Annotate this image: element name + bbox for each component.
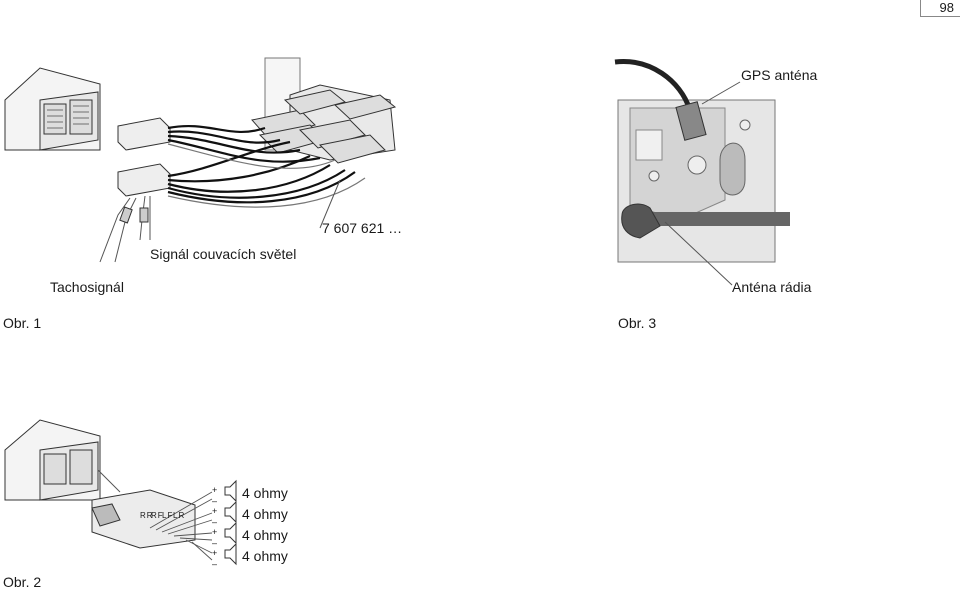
figure2-caption: Obr. 2 xyxy=(3,574,42,590)
speaker-3-minus: – xyxy=(212,538,218,548)
connector-label-lf: LF xyxy=(162,511,174,520)
speaker-4-label: 4 ohmy xyxy=(242,548,288,564)
speaker-3-label: 4 ohmy xyxy=(242,527,288,543)
speaker-4-minus: – xyxy=(212,559,218,569)
speaker-2-minus: – xyxy=(212,517,218,527)
page-number: 98 xyxy=(920,0,960,17)
gps-antenna-label: GPS anténa xyxy=(741,67,818,83)
speaker-4-plus: + xyxy=(212,548,218,558)
figure1-caption: Obr. 1 xyxy=(3,315,42,331)
figure3-caption: Obr. 3 xyxy=(618,315,657,331)
speed-signal-label: Tachosignál xyxy=(50,279,124,295)
connector-label-rf: RF xyxy=(151,511,164,520)
connector-label-rr: RR xyxy=(140,511,154,520)
speaker-1-plus: + xyxy=(212,485,218,495)
radio-antenna-label: Anténa rádia xyxy=(732,279,812,295)
speaker-3-plus: + xyxy=(212,527,218,537)
figure1-drawing xyxy=(4,57,397,263)
figure2-drawing xyxy=(4,419,237,566)
speaker-2-plus: + xyxy=(212,506,218,516)
speaker-2-label: 4 ohmy xyxy=(242,506,288,522)
part-number-label: 7 607 621 … xyxy=(322,220,403,236)
figure3-drawing xyxy=(614,59,790,286)
connector-label-lr: LR xyxy=(173,511,186,520)
reverse-signal-label: Signál couvacích světel xyxy=(150,246,297,262)
speaker-1-minus: – xyxy=(212,496,218,506)
speaker-1-label: 4 ohmy xyxy=(242,485,288,501)
